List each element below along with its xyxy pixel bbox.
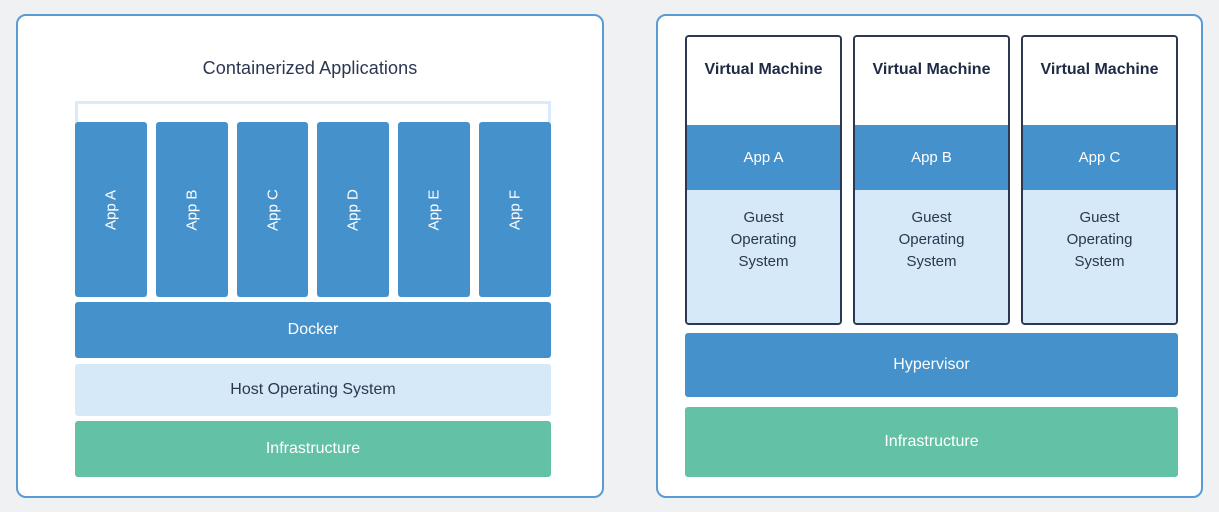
- app-column-a[interactable]: App A: [75, 122, 147, 297]
- virtual-machines-panel: Virtual Machine App A Guest Operating Sy…: [656, 14, 1203, 498]
- hypervisor-layer[interactable]: Hypervisor: [685, 333, 1178, 397]
- virtual-machine-box-c[interactable]: Virtual Machine App C Guest Operating Sy…: [1021, 35, 1178, 325]
- app-column-label: App B: [183, 189, 201, 230]
- app-column-f[interactable]: App F: [479, 122, 551, 297]
- virtual-machine-app: App B: [855, 125, 1008, 190]
- app-column-b[interactable]: App B: [155, 122, 228, 297]
- guest-operating-system: Guest Operating System: [1023, 190, 1176, 323]
- host-operating-system-layer[interactable]: Host Operating System: [75, 364, 551, 416]
- containers-bracket: [75, 101, 551, 123]
- virtual-machine-box-b[interactable]: Virtual Machine App B Guest Operating Sy…: [853, 35, 1010, 325]
- virtual-machine-title: Virtual Machine: [1023, 37, 1176, 125]
- virtual-machine-title: Virtual Machine: [855, 37, 1008, 125]
- virtual-machine-title: Virtual Machine: [687, 37, 840, 125]
- app-column-label: App A: [102, 189, 120, 230]
- app-column-label: App C: [264, 188, 282, 231]
- docker-layer[interactable]: Docker: [75, 302, 551, 358]
- app-column-label: App D: [344, 188, 362, 231]
- guest-operating-system: Guest Operating System: [855, 190, 1008, 323]
- app-column-label: App E: [425, 189, 443, 230]
- containers-panel: Containerized Applications App A App B A…: [16, 14, 604, 498]
- app-column-c[interactable]: App C: [236, 122, 309, 297]
- virtual-machine-app: App A: [687, 125, 840, 190]
- infrastructure-layer-left[interactable]: Infrastructure: [75, 421, 551, 477]
- infrastructure-layer-right[interactable]: Infrastructure: [685, 407, 1178, 477]
- page-title: Containerized Applications: [202, 58, 418, 78]
- app-column-e[interactable]: App E: [398, 122, 471, 297]
- app-column-d[interactable]: App D: [317, 122, 390, 297]
- virtual-machines-row: Virtual Machine App A Guest Operating Sy…: [685, 35, 1178, 325]
- virtual-machine-app: App C: [1023, 125, 1176, 190]
- containerized-apps-row: App A App B App C App D App E App F: [75, 122, 551, 297]
- app-column-label: App F: [506, 189, 524, 230]
- guest-operating-system: Guest Operating System: [687, 190, 840, 323]
- virtual-machine-box-a[interactable]: Virtual Machine App A Guest Operating Sy…: [685, 35, 842, 325]
